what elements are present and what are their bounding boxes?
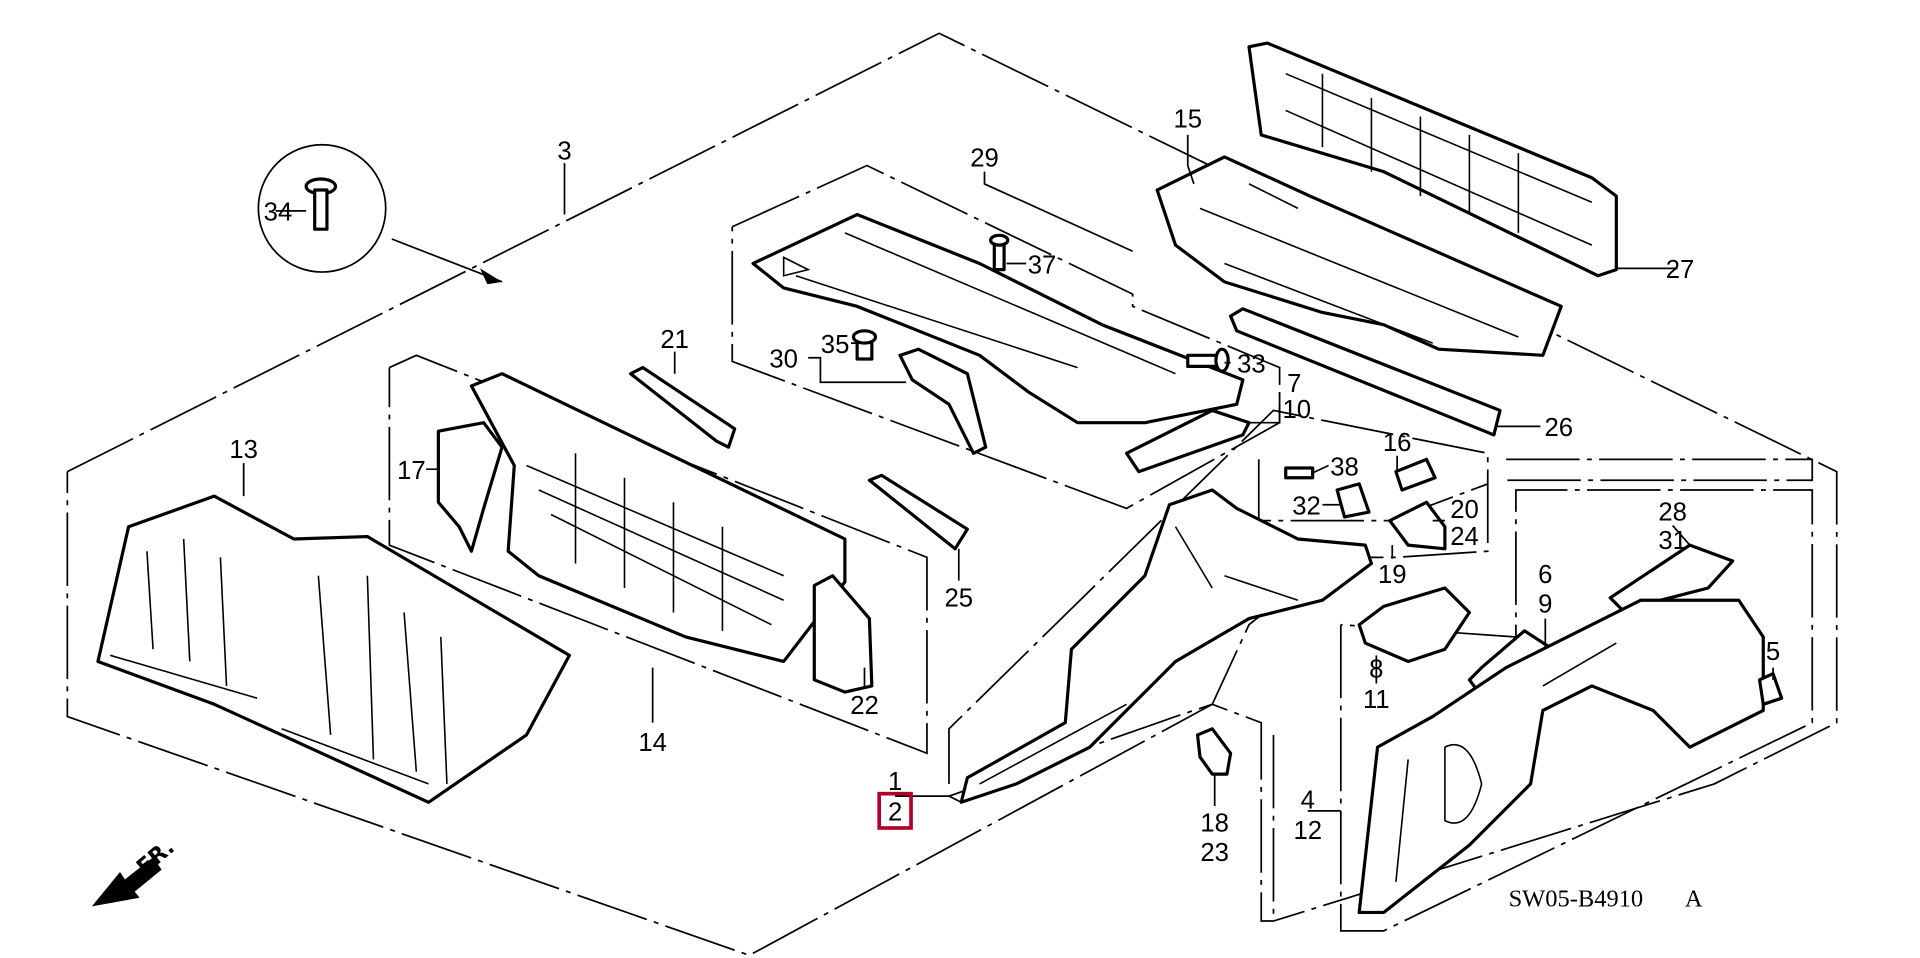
label-38: 38: [1330, 453, 1359, 481]
label-18: 18: [1200, 810, 1229, 838]
label-14: 14: [638, 729, 667, 757]
part-outlines: [96, 41, 1784, 915]
label-6: 6: [1538, 561, 1552, 589]
label-16: 16: [1383, 429, 1412, 457]
label-32: 32: [1292, 493, 1321, 521]
label-35: 35: [821, 331, 850, 359]
label-1: 1: [888, 768, 902, 796]
label-15: 15: [1173, 106, 1202, 134]
label-31: 31: [1658, 527, 1687, 555]
label-26: 26: [1544, 414, 1573, 442]
label-7: 7: [1287, 370, 1301, 398]
label-2-highlighted[interactable]: 2: [888, 799, 902, 827]
label-30: 30: [769, 346, 798, 374]
label-23: 23: [1200, 839, 1229, 867]
label-3: 3: [557, 137, 571, 165]
label-37: 37: [1028, 251, 1057, 279]
label-27: 27: [1666, 256, 1695, 284]
label-5: 5: [1766, 638, 1780, 666]
label-19: 19: [1378, 561, 1407, 589]
label-17: 17: [397, 457, 426, 485]
diagram-code-suffix: A: [1685, 885, 1703, 912]
label-12: 12: [1293, 817, 1322, 845]
label-24: 24: [1450, 523, 1479, 551]
detail-callout-34: [257, 143, 503, 285]
label-22: 22: [850, 692, 879, 720]
label-25: 25: [944, 584, 973, 612]
label-28: 28: [1658, 499, 1687, 527]
front-arrow: FR.: [91, 835, 180, 907]
diagram-code: SW05-B4910: [1509, 885, 1644, 912]
group-boundaries: [66, 32, 1838, 957]
label-33: 33: [1237, 350, 1266, 378]
label-11: 11: [1363, 686, 1390, 714]
label-10: 10: [1282, 396, 1311, 424]
part-labels: 3 34 13 17 21 14 22 25 29 37 30 35 33 7 …: [229, 106, 1780, 867]
label-9: 9: [1538, 590, 1552, 618]
highlight-box: [877, 791, 913, 830]
label-8: 8: [1369, 655, 1383, 683]
front-arrow-icon: [91, 857, 162, 907]
label-29: 29: [970, 145, 999, 173]
label-4: 4: [1301, 786, 1315, 814]
label-20: 20: [1450, 496, 1479, 524]
leader-lines: [242, 134, 1774, 812]
label-13: 13: [229, 436, 258, 464]
label-21: 21: [660, 326, 689, 354]
label-34: 34: [264, 199, 293, 227]
